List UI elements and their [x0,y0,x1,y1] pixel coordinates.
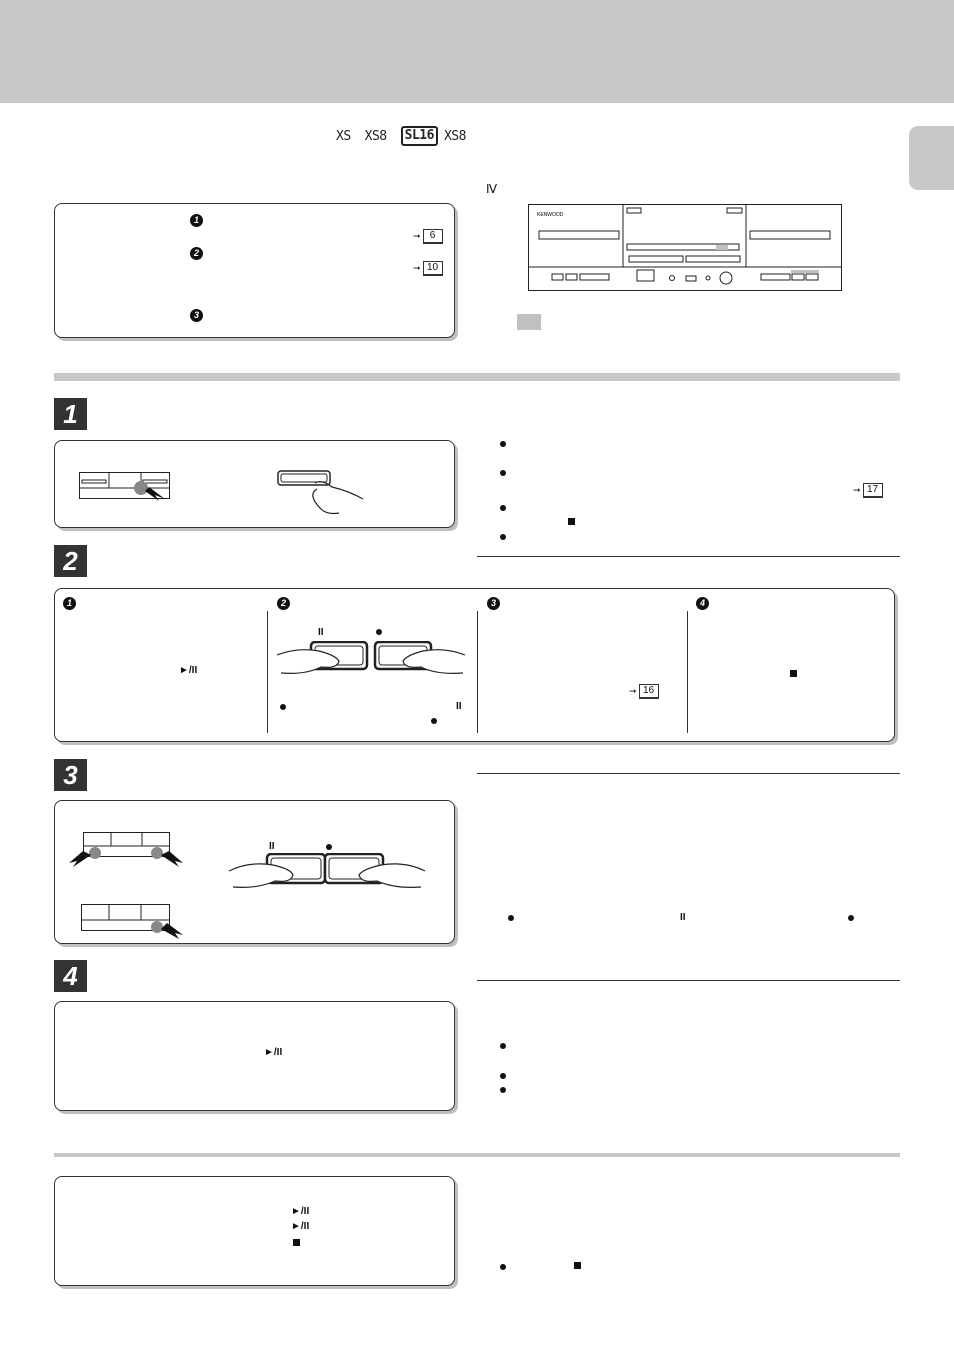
bullet [500,1264,506,1270]
intro-step-3-number: 3 [190,309,203,322]
play-pause-symbol: ►/II [291,1206,310,1217]
model-codes: XS XS8 SL16 XS8 [336,126,466,146]
model-code-2: XS8 [364,128,387,144]
arrow-right-icon: ➞ [629,686,637,696]
side-tab [909,126,954,190]
model-code-4: XS8 [443,128,466,144]
legend-gray-swatch [517,314,541,330]
bullet [500,1043,506,1049]
step-1-badge: 1 [54,398,87,430]
stop-icon [574,1262,581,1269]
section-bar-bottom [54,1153,900,1157]
deck-both-eject-illustration [69,829,183,869]
bullet [500,1087,506,1093]
step-2-sub-4: 4 [696,597,709,610]
bullet [500,441,506,447]
step-1-panel [54,440,455,528]
roman-label: Ⅳ [486,182,498,196]
book-page-icon: 17 [862,483,883,498]
intro-step-1-number: 1 [190,214,203,227]
step-3-panel: II [54,800,455,944]
arrow-right-icon: ➞ [413,231,421,241]
intro-panel: 1 ➞ 6 2 ➞ 10 3 [54,203,455,338]
step-2-sub-3: 3 [487,597,500,610]
divider [477,556,900,557]
pause-label: II [269,841,275,852]
bottom-panel: ►/II ►/II [54,1176,455,1286]
play-pause-symbol: ►/II [291,1221,310,1232]
model-code-3: SL16 [400,126,438,146]
arrow-right-icon: ➞ [853,485,861,495]
bullet [500,470,506,476]
step-1-ref: ➞ 17 [853,483,883,498]
book-page-icon: 10 [422,261,443,276]
play-pause-symbol: ►/II [179,665,198,676]
divider [477,773,900,774]
deck-eject-illustration [79,469,173,503]
bullet [500,534,506,540]
step-2-panel: 1 ►/II 2 II II 3 ➞ 16 4 [54,588,895,742]
stop-icon [293,1239,300,1246]
step-3-badge: 3 [54,759,87,791]
column-divider [267,611,268,733]
step-2-sub-2: 2 [277,597,290,610]
finger-press-eject-illustration [277,469,367,515]
pause-label: II [680,912,686,923]
record-dot-icon [326,844,332,850]
section-bar-top [54,373,900,381]
intro-step-2-number: 2 [190,247,203,260]
bullet [508,915,514,921]
divider [477,980,900,981]
pause-label: II [456,701,462,712]
two-finger-pause-record-illustration [276,640,467,681]
book-page-icon: 16 [638,684,659,699]
column-divider [477,611,478,733]
deck-front-panel-illustration: KENWOOD [528,204,842,291]
intro-ref-2: ➞ 10 [413,261,443,276]
book-page-icon: 6 [422,229,443,244]
bullet [500,505,506,511]
intro-ref-1: ➞ 6 [413,229,443,244]
stop-icon [790,670,797,677]
step-2-sub-1: 1 [63,597,76,610]
step-2-badge: 2 [54,545,87,577]
pause-label: II [318,627,324,638]
header-band [0,0,954,103]
record-dot-icon [376,629,382,635]
play-pause-symbol: ►/II [264,1047,283,1058]
deck-single-eject-illustration [81,901,185,941]
step-4-panel: ►/II [54,1001,455,1111]
record-dot-icon [848,915,854,921]
arrow-right-icon: ➞ [413,263,421,273]
column-divider [687,611,688,733]
bullet [500,1073,506,1079]
bullet [280,704,286,710]
step-2-ref: ➞ 16 [629,684,659,699]
model-code-1: XS [336,128,351,144]
record-dot-icon [431,718,437,724]
stop-icon [568,518,575,525]
svg-text:KENWOOD: KENWOOD [537,212,564,218]
step-4-badge: 4 [54,960,87,992]
two-finger-pause-record-illustration [227,852,427,891]
